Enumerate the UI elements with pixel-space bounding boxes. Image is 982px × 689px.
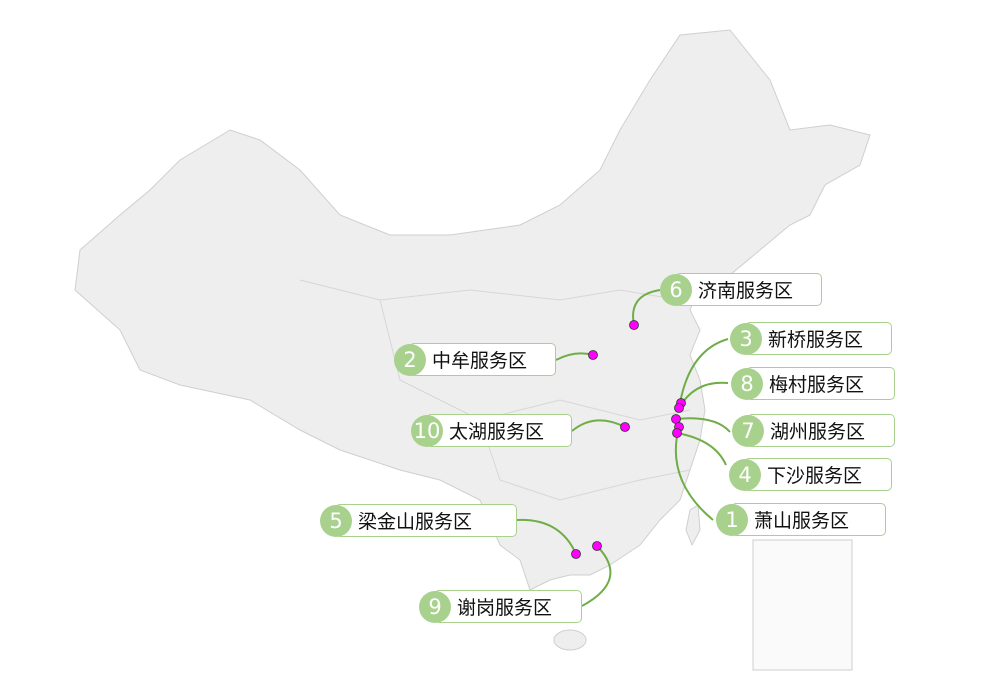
label-number: 5 [320, 504, 352, 537]
label-number: 7 [732, 414, 764, 447]
point-xiasha[interactable] [672, 428, 682, 438]
point-xiegang[interactable] [592, 541, 602, 551]
label-number: 6 [660, 273, 692, 306]
label-2[interactable]: 2 中牟服务区 [394, 343, 556, 376]
label-number: 2 [394, 343, 426, 376]
label-number: 3 [730, 322, 762, 355]
province-borders [299, 279, 681, 301]
point-meicun[interactable] [674, 403, 684, 413]
label-text: 新桥服务区 [768, 329, 864, 351]
label-text: 梁金山服务区 [358, 511, 473, 533]
point-jinan[interactable] [629, 320, 639, 330]
label-5[interactable]: 5 梁金山服务区 [320, 504, 517, 537]
point-liangjinshan[interactable] [571, 549, 581, 559]
label-3[interactable]: 3 新桥服务区 [730, 322, 892, 355]
point-taihu[interactable] [620, 422, 630, 432]
label-text: 萧山服务区 [754, 510, 850, 532]
label-number: 8 [731, 367, 763, 400]
label-6[interactable]: 6 济南服务区 [660, 273, 822, 306]
label-text: 谢岗服务区 [457, 597, 553, 619]
label-text: 中牟服务区 [432, 350, 528, 372]
label-8[interactable]: 8 梅村服务区 [731, 367, 895, 400]
label-1[interactable]: 1 萧山服务区 [716, 503, 886, 536]
label-number: 9 [419, 590, 451, 623]
label-7[interactable]: 7 湖州服务区 [732, 414, 895, 447]
south-china-sea-inset [752, 539, 853, 671]
label-number: 1 [716, 503, 748, 536]
label-4[interactable]: 4 下沙服务区 [729, 458, 892, 491]
label-text: 湖州服务区 [770, 421, 866, 443]
china-outline [74, 29, 871, 591]
label-text: 太湖服务区 [449, 421, 545, 443]
hainan [553, 629, 587, 651]
label-10[interactable]: 10 太湖服务区 [411, 414, 572, 447]
taiwan [685, 504, 701, 547]
label-text: 梅村服务区 [769, 374, 865, 396]
label-9[interactable]: 9 谢岗服务区 [419, 590, 582, 623]
province-borders [479, 419, 691, 501]
label-number: 4 [729, 458, 761, 491]
label-text: 下沙服务区 [767, 465, 863, 487]
label-number: 10 [411, 414, 443, 447]
point-zhongmou[interactable] [588, 350, 598, 360]
label-text: 济南服务区 [698, 280, 794, 302]
